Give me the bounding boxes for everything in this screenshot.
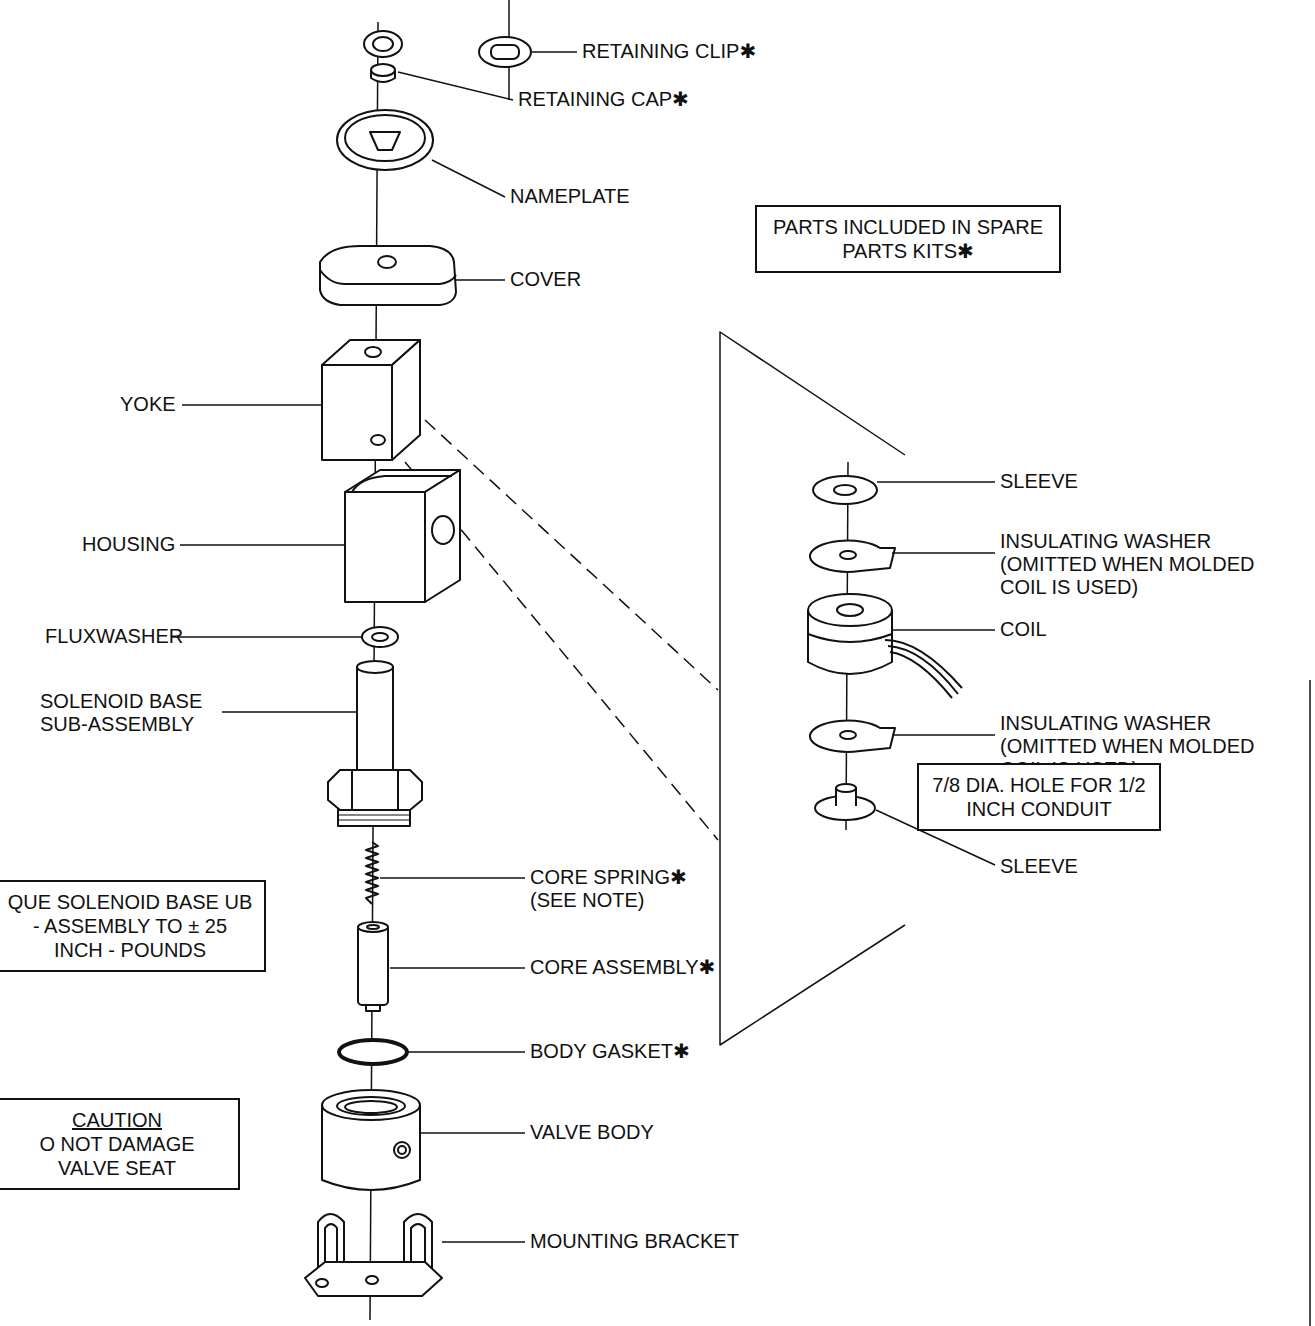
part-label: CORE SPRING✱ (SEE NOTE) — [530, 866, 705, 912]
note-box: CAUTIONO NOT DAMAGE VALVE SEAT — [0, 1098, 240, 1190]
part-label: HOUSING — [82, 533, 182, 556]
part-label: CORE ASSEMBLY✱ — [530, 956, 760, 979]
note-box: 7/8 DIA. HOLE FOR 1/2 INCH CONDUIT — [917, 763, 1161, 831]
note-text: O NOT DAMAGE VALVE SEAT — [6, 1132, 228, 1180]
part-label: SLEEVE — [1000, 470, 1150, 493]
note-text: 7/8 DIA. HOLE FOR 1/2 INCH CONDUIT — [929, 773, 1149, 821]
part-label: RETAINING CLIP✱ — [582, 40, 842, 63]
part-label: RETAINING CAP✱ — [518, 88, 758, 111]
part-label: MOUNTING BRACKET — [530, 1230, 810, 1253]
part-label: INSULATING WASHER (OMITTED WHEN MOLDED C… — [1000, 530, 1305, 599]
part-label: NAMEPLATE — [510, 185, 710, 208]
part-label: COVER — [510, 268, 670, 291]
note-text: PARTS INCLUDED IN SPARE PARTS KITS✱ — [767, 215, 1049, 263]
part-label: YOKE — [120, 393, 180, 416]
note-box: PARTS INCLUDED IN SPARE PARTS KITS✱ — [755, 205, 1061, 273]
note-text: CAUTION — [6, 1108, 228, 1132]
part-label: SOLENOID BASE SUB-ASSEMBLY — [40, 690, 230, 736]
part-label: SLEEVE — [1000, 855, 1150, 878]
part-label: BODY GASKET✱ — [530, 1040, 750, 1063]
part-label: FLUXWASHER — [45, 625, 175, 648]
note-text: QUE SOLENOID BASE UB - ASSEMBLY TO ± 25 … — [6, 890, 254, 962]
part-label: COIL — [1000, 618, 1100, 641]
part-label: VALVE BODY — [530, 1121, 730, 1144]
note-box: QUE SOLENOID BASE UB - ASSEMBLY TO ± 25 … — [0, 880, 266, 972]
